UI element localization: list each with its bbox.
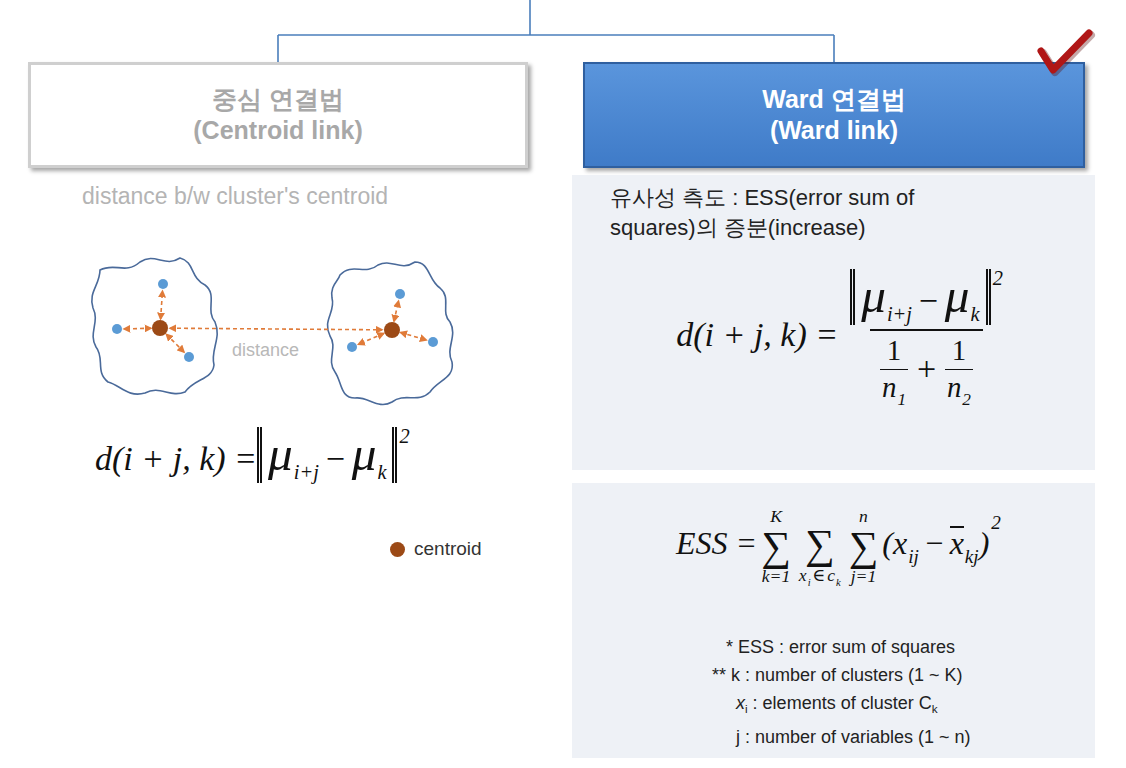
formula-text: ∑ [849, 526, 879, 568]
sum-sign: ∑ [805, 524, 835, 566]
norm-bars: μi+j−μk [850, 269, 990, 326]
numerator: μi+j−μk2 [842, 267, 1011, 329]
note-text: * ESS : error sum of squares [726, 637, 955, 657]
norm-bars: μi+j−μk [257, 427, 397, 484]
formula-text: μ [945, 269, 970, 323]
sum-upper: n [859, 507, 868, 526]
formula-text: + [917, 350, 936, 387]
formula-text: 1 [952, 335, 966, 367]
formula-text: c [827, 566, 835, 585]
formula-text: kj [965, 546, 979, 567]
cluster-outline [92, 258, 217, 394]
formula-text: ESS = [676, 526, 757, 561]
formula-text: i [808, 577, 811, 589]
cluster-outline [327, 262, 452, 404]
formula-text: i+j [887, 303, 912, 325]
formula-text: k [971, 303, 980, 325]
ess-formula: ESS =K∑k=1∑xi∈ckn∑j=1(xij−xkj)2 [572, 505, 1095, 588]
formula-text: j=1 [851, 567, 877, 586]
denominator: n2 [945, 369, 973, 409]
legend-text: centroid [414, 538, 482, 560]
centroid-formula: d(i + j, k) =μi+j−μk2 [95, 425, 410, 483]
formula-text: 2 [399, 425, 409, 447]
sum-sign: ∑ [849, 526, 879, 568]
formula-text: x [799, 566, 807, 585]
formula-text: n [882, 372, 896, 404]
method-title: 중심 연결법 (Centroid link) [178, 84, 378, 147]
note-line: xi : elements of cluster Ck [736, 689, 971, 723]
formula-text: 1 [897, 390, 906, 409]
formula-text: k [377, 461, 386, 483]
formula-text: K [770, 507, 782, 526]
formula-text: 2 [991, 512, 1001, 533]
summation: ∑xi∈ck [799, 505, 841, 588]
formula-text: μ [268, 427, 293, 481]
legend-swatch [390, 542, 405, 557]
note-line: * ESS : error sum of squares [726, 633, 971, 661]
legend-entry: centroid [390, 538, 482, 560]
measure-panel: 유사성 측도 : ESS(error sum of squares)의 증분(i… [572, 175, 1095, 470]
note-line: j : number of variables (1 ~ n) [736, 723, 971, 751]
method-box: 중심 연결법 (Centroid link) [28, 62, 528, 168]
formula-text: μ [861, 269, 886, 323]
formula-text: − [925, 526, 943, 561]
measure-description: 유사성 측도 : ESS(error sum of squares)의 증분(i… [610, 183, 1000, 242]
ward-formula: d(i + j, k) =μi+j−μk21n1+1n2 [572, 267, 1095, 409]
formula-text: − [326, 440, 345, 477]
formula-text: i+j [294, 461, 319, 483]
note-text: j : number of variables (1 ~ n) [736, 727, 971, 747]
fraction: μi+j−μk21n1+1n2 [842, 267, 1011, 409]
formula-text: ∑ [805, 524, 835, 566]
sum-upper: K [770, 507, 782, 526]
summation: K∑k=1 [761, 507, 791, 587]
formula-text: ) [979, 526, 990, 561]
denominator: 1n1+1n2 [870, 329, 983, 409]
subtitle: distance b/w cluster's centroid [82, 183, 388, 210]
formula-text: k [836, 577, 841, 589]
denominator: n1 [880, 369, 908, 409]
formula-text: d(i + j, k) = [676, 316, 838, 353]
sum-lower: k=1 [762, 567, 790, 586]
note-text: i [745, 702, 748, 715]
notes: * ESS : error sum of squares ** k : numbe… [712, 633, 971, 751]
data-points [112, 279, 438, 362]
formula-text: 2 [962, 390, 971, 409]
formula-text: ∈ [812, 566, 825, 585]
note-text: : elements of cluster C [753, 693, 932, 713]
formula-text: d(i + j, k) = [95, 440, 257, 477]
fraction: 1n2 [945, 335, 973, 409]
summation: n∑j=1 [849, 507, 879, 587]
formula-text: n [947, 372, 961, 404]
formula-text: (x [882, 526, 907, 561]
tree-connector [278, 0, 834, 62]
formula-text: n [859, 507, 868, 526]
formula-text: 1 [887, 335, 901, 367]
method-title: Ward 연결법 (Ward link) [744, 84, 924, 147]
numerator: 1 [947, 335, 971, 369]
formula-panel: ESS =K∑k=1∑xi∈ckn∑j=1(xij−xkj)2* ESS : e… [572, 483, 1095, 758]
formula-text: ij [908, 546, 919, 567]
note-text: x [736, 693, 745, 713]
note-text: k [932, 702, 938, 715]
method-box-selected: Ward 연결법 (Ward link) [583, 62, 1085, 168]
distance-label: distance [232, 340, 299, 361]
note-text: ** k : number of clusters (1 ~ K) [712, 665, 963, 685]
centroid-points [152, 320, 400, 338]
formula-text: ∑ [761, 526, 791, 568]
sum-lower: j=1 [851, 567, 877, 586]
formula-text: 2 [993, 267, 1003, 289]
formula-text: x [950, 529, 964, 558]
fraction: 1n1 [880, 335, 908, 409]
sum-sign: ∑ [761, 526, 791, 568]
formula-text: μ [352, 427, 377, 481]
numerator: 1 [882, 335, 906, 369]
sum-lower: xi∈ck [799, 566, 841, 588]
formula-text: − [919, 282, 938, 319]
formula-text: k=1 [762, 567, 790, 586]
mean-bar: x [950, 526, 964, 558]
note-line: ** k : number of clusters (1 ~ K) [712, 661, 971, 689]
